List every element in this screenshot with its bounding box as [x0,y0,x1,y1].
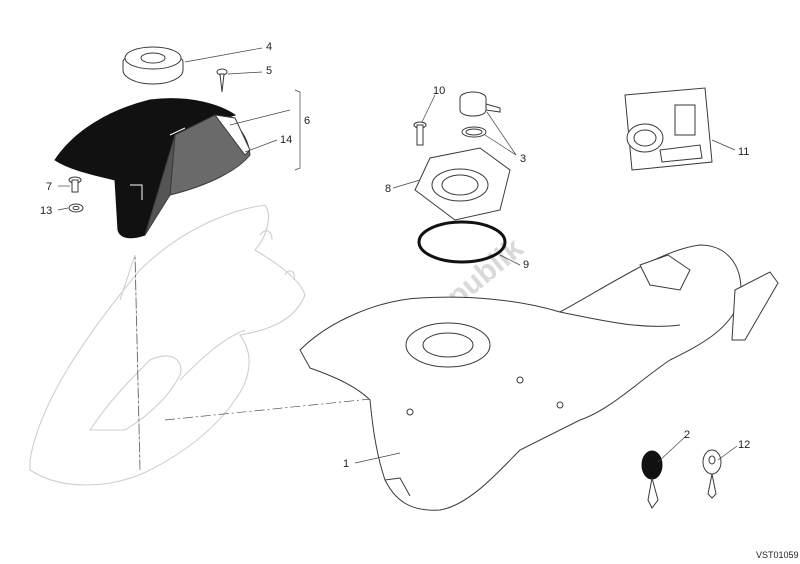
leader-lines [57,47,738,464]
tank-cover [54,98,251,239]
callout-9: 9 [523,259,529,271]
callout-10: 10 [433,85,445,97]
o-ring [417,220,507,264]
breather-valve [459,91,501,138]
callout-12: 12 [738,439,750,451]
callout-14: 14 [280,134,292,146]
callout-6: 6 [304,115,310,127]
callout-1: 1 [343,458,349,470]
callout-5: 5 [266,65,272,77]
screw-5 [216,68,228,93]
key-2 [641,450,663,509]
filler-flange [414,147,511,221]
key-12 [702,449,722,499]
callout-7: 7 [46,181,52,193]
fuel-cap [122,46,184,85]
callout-11: 11 [738,146,749,158]
callout-3: 3 [520,153,526,165]
ghost-fairing [29,204,306,486]
fuel-tank [299,244,779,511]
screw-10 [413,121,427,146]
screw-7 [68,176,82,193]
reference-code: VST01059 [756,550,799,560]
callout-4: 4 [266,41,272,53]
washer-13 [68,203,84,213]
module-box [624,87,713,171]
callout-8: 8 [385,183,391,195]
callout-13: 13 [40,205,52,217]
callout-2: 2 [684,429,690,441]
